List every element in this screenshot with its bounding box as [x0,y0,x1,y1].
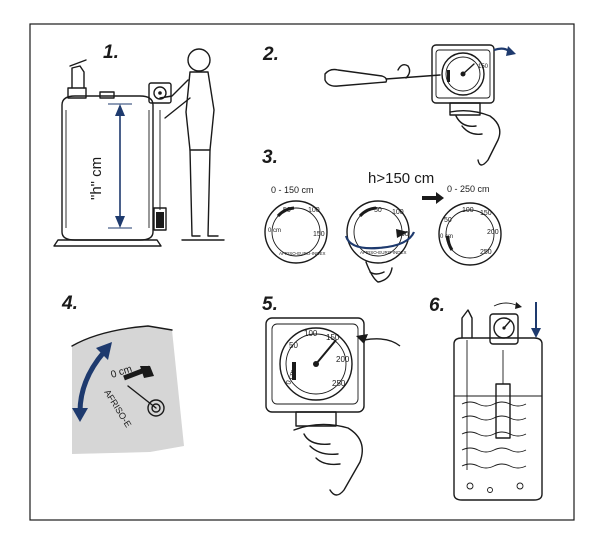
step-3-panel: 3. h>150 cm 0 - 150 cm 0 - 250 cm 0 cm 5… [262,147,502,283]
dial5-50: 50 [289,341,298,350]
dial-large-50: 50 [444,217,452,224]
gauge-step6 [489,302,522,345]
gauge-step2: 150 [431,44,516,116]
step-3-number: 3. [262,147,278,168]
step-5-panel: 5. 0 cm 50 100 150 200 250 [262,294,401,496]
dial-small-150: 150 [313,231,325,238]
dial-small-50: 50 [283,207,291,214]
dial5-0: 0 cm [285,369,297,386]
arrow-down-icon [531,302,541,338]
dial-rotating-brand: AFRISO-EURO-INDEX [360,250,407,255]
dial-large-0: 0 cm [440,234,453,240]
dial-large: 0 cm 50 100 150 200 250 [438,202,502,266]
dial-small-0: 0 cm [268,228,281,234]
dial5-250: 250 [332,379,346,388]
person-illustration [159,48,225,241]
tank-illustration: "h" cm [53,59,162,247]
dial-small-100: 100 [308,207,320,214]
dial-large-150: 150 [480,210,492,217]
step-6-panel: 6. [429,295,543,501]
svg-text:100: 100 [392,209,404,216]
dipstick-illustration [153,110,167,231]
hand-step2 [449,109,501,166]
dial5-200: 200 [336,355,350,364]
dial-large-100: 100 [462,207,474,214]
step-1-number: 1. [103,42,119,63]
gauge-held-illustration [148,82,172,104]
step-2-number: 2. [262,44,279,65]
arrow-right-icon [422,192,444,204]
step-6-number: 6. [429,295,445,316]
height-label: "h" cm [88,157,105,200]
dial5-100: 100 [304,329,318,338]
step-4-number: 4. [61,293,78,314]
dial-rotating: 50 100 150 AFRISO-EURO-INDEX [344,200,416,283]
step-4-panel: 4. 0 cm AFRISO-E [61,293,184,454]
dial-large-250: 250 [480,249,492,256]
frame-border [29,23,575,521]
step-1-panel: 1. "h" cm [53,42,225,247]
dial-small-brand: AFRISO-EURO-INDEX [279,251,326,256]
range-large-label: 0 - 250 cm [447,184,490,194]
svg-text:50: 50 [374,207,382,214]
gauge-face-panel [72,326,184,454]
tank-step6 [453,309,543,501]
gauge-step5: 0 cm 50 100 150 200 250 [265,317,401,427]
screwdriver-illustration [324,63,441,87]
step-5-number: 5. [262,294,278,315]
hand-step5 [293,423,363,496]
dial5-150: 150 [326,333,340,342]
svg-text:150: 150 [478,64,489,70]
rotate-arrow-icon [72,342,112,422]
range-small-label: 0 - 150 cm [271,185,314,195]
condition-label: h>150 cm [368,170,434,187]
dial-large-200: 200 [487,229,499,236]
dial-small: 0 cm 50 100 150 AFRISO-EURO-INDEX [264,200,328,264]
step-2-panel: 2. 150 [262,44,516,166]
